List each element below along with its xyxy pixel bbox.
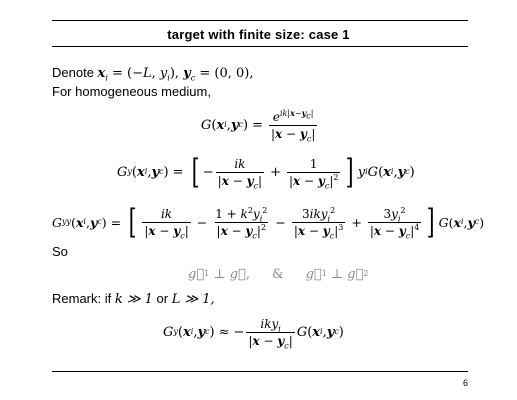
page-number: 6 bbox=[462, 378, 468, 388]
remark-line: Remark: if k ≫ 1 or L ≫ 1, bbox=[52, 291, 215, 307]
denote-math: xi = (−L, yi), yc = (0, 0), bbox=[97, 66, 254, 83]
remark-condition-l: L ≫ 1, bbox=[171, 292, 215, 307]
denote-label: Denote bbox=[52, 65, 94, 80]
bottom-rule bbox=[52, 371, 468, 372]
slide-title: target with finite size: case 1 bbox=[167, 27, 350, 42]
remark-or: or bbox=[156, 291, 169, 306]
so-label: So bbox=[52, 244, 68, 259]
denote-line: Denote xi = (−L, yi), yc = (0, 0), bbox=[52, 65, 254, 83]
remark-label: Remark: if bbox=[52, 291, 112, 306]
medium-line: For homogeneous medium, bbox=[52, 84, 211, 99]
remark-condition-k: k ≫ 1 bbox=[114, 292, 153, 307]
top-rule bbox=[52, 20, 468, 21]
perpendicular-relations: g⃗1 ⊥ g⃗, & g⃗1 ⊥ g⃗2 bbox=[188, 266, 369, 282]
title-underline bbox=[52, 46, 468, 47]
